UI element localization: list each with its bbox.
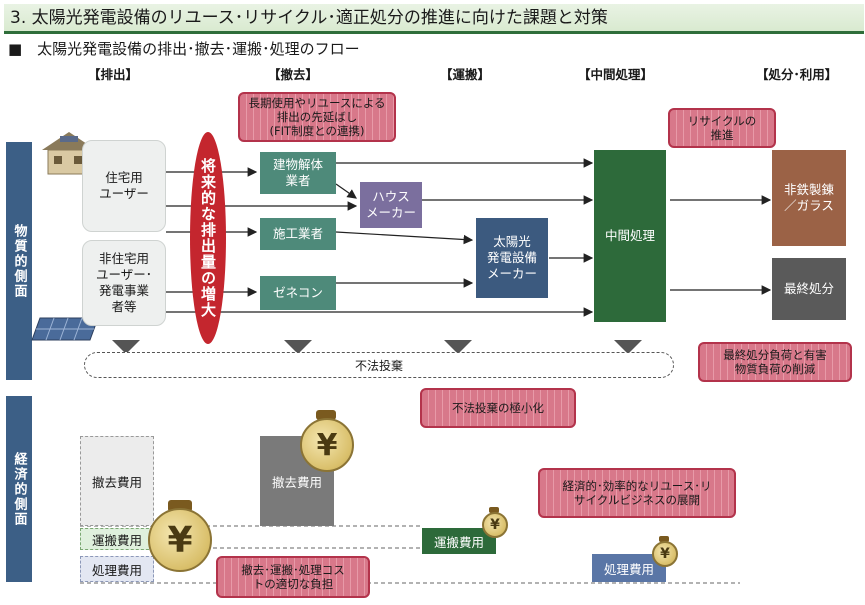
transport-cost-discharge: 運搬費用 — [80, 528, 154, 550]
final-disposal-box: 最終処分 — [772, 258, 846, 320]
processing-cost-discharge: 処理費用 — [80, 556, 154, 582]
yen-bag-icon: ¥ — [652, 541, 678, 567]
money-bag-knot-icon — [316, 410, 336, 420]
demolition-contractor-box: 建物解体 業者 — [260, 152, 336, 194]
phase-removal: 【撤去】 — [268, 67, 319, 82]
yen-bag-icon: ¥ — [482, 512, 508, 538]
sidebar-material: 物質的側面 — [6, 142, 32, 380]
construction-contractor-box: 施工業者 — [260, 218, 336, 250]
pv-maker-box: 太陽光 発電設備 メーカー — [476, 218, 548, 298]
solar-panel-icon — [30, 316, 100, 342]
general-contractor-box: ゼネコン — [260, 276, 336, 310]
callout-cost-share: 撤去･運搬･処理コス トの適切な負担 — [216, 556, 370, 598]
discharge-increase-ellipse: 将来的な排出量の増大 — [190, 132, 226, 344]
yen-bag-icon: ¥ — [300, 418, 354, 472]
yen-bag-icon: ¥ — [148, 508, 212, 572]
phase-transport: 【運搬】 — [440, 67, 491, 82]
flow-subtitle: ■ 太陽光発電設備の排出･撤去･運搬･処理のフロー — [8, 40, 360, 58]
callout-burden-reduction: 最終処分負荷と有害 物質負荷の削減 — [698, 342, 852, 382]
nonferrous-smelting-box: 非鉄製錬 ／ガラス — [772, 150, 846, 246]
money-bag-knot-icon — [489, 507, 499, 513]
illegal-dumping-band: 不法投棄 — [84, 352, 674, 378]
residential-user: 住宅用 ユーザー — [82, 140, 166, 232]
sidebar-economic: 経済的側面 — [6, 396, 32, 582]
callout-recycle: リサイクルの 推進 — [668, 108, 776, 148]
callout-minimize-dumping: 不法投棄の極小化 — [420, 388, 576, 428]
phase-intermediate: 【中間処理】 — [578, 67, 654, 82]
transport-cost-carrier: 運搬費用 — [422, 528, 496, 554]
page-title: 3. 太陽光発電設備のリユース･リサイクル･適正処分の推進に向けた課題と対策 — [4, 4, 864, 34]
callout-long-use: 長期使用やリユースによる排出の先延ばし (FIT制度との連携) — [238, 92, 396, 142]
removal-cost-discharge: 撤去費用 — [80, 436, 154, 526]
house-maker-box: ハウス メーカー — [360, 182, 422, 228]
phase-discharge: 【排出】 — [88, 67, 139, 82]
non-residential-user: 非住宅用 ユーザー･ 発電事業 者等 — [82, 240, 166, 326]
money-bag-knot-icon — [659, 536, 669, 542]
intermediate-processing-box: 中間処理 — [594, 150, 666, 322]
phase-disposal: 【処分･利用】 — [756, 67, 838, 82]
callout-business: 経済的･効率的なリユース･リ サイクルビジネスの展開 — [538, 468, 736, 518]
